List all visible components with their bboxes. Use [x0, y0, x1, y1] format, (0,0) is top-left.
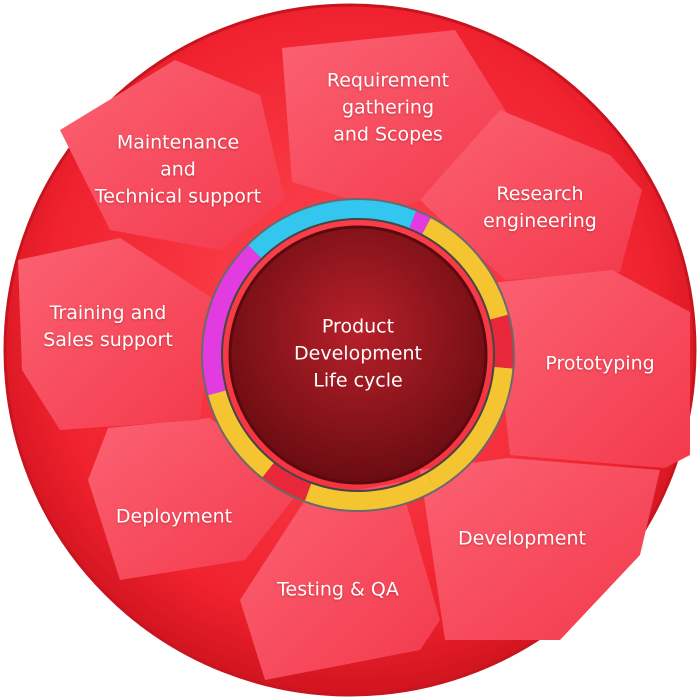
stage-label-research: Research engineering: [483, 183, 597, 232]
center-ring: [201, 198, 515, 512]
ring-segment-red-right: [490, 314, 513, 369]
stage-label-maintenance: Maintenance and Technical support: [94, 131, 262, 208]
center-circle: [228, 225, 488, 485]
stage-label-requirement: Requirement gathering and Scopes: [326, 69, 450, 146]
center-title: Product Development Life cycle: [294, 315, 422, 392]
ring-segment-yellow-right: [426, 366, 513, 490]
panel-development: [420, 458, 660, 640]
ring-segment-cyan: [248, 200, 417, 259]
stage-panels: [18, 30, 690, 680]
ring-segment-red-bottom: [262, 462, 312, 501]
ring-segment-yellow-left: [208, 390, 274, 478]
stage-label-testing: Testing & QA: [277, 578, 399, 601]
stage-label-deployment: Deployment: [115, 505, 233, 528]
panel-prototyping: [492, 270, 690, 468]
panel-maintenance: [60, 60, 285, 250]
panel-research: [420, 110, 642, 280]
ring-segment-yellow-top: [422, 218, 508, 320]
ring-inner-edge: [221, 218, 495, 492]
ring-segment-magenta-top: [409, 211, 431, 235]
stage-label-development: Development: [458, 527, 586, 550]
stage-label-prototyping: Prototyping: [545, 352, 655, 375]
ring-segment-magenta-left: [203, 245, 262, 396]
panel-training: [18, 238, 215, 430]
panel-testing: [240, 482, 440, 680]
ring-segment-yellow-bottom: [304, 473, 436, 510]
stage-label-training: Training and Sales support: [43, 302, 173, 351]
